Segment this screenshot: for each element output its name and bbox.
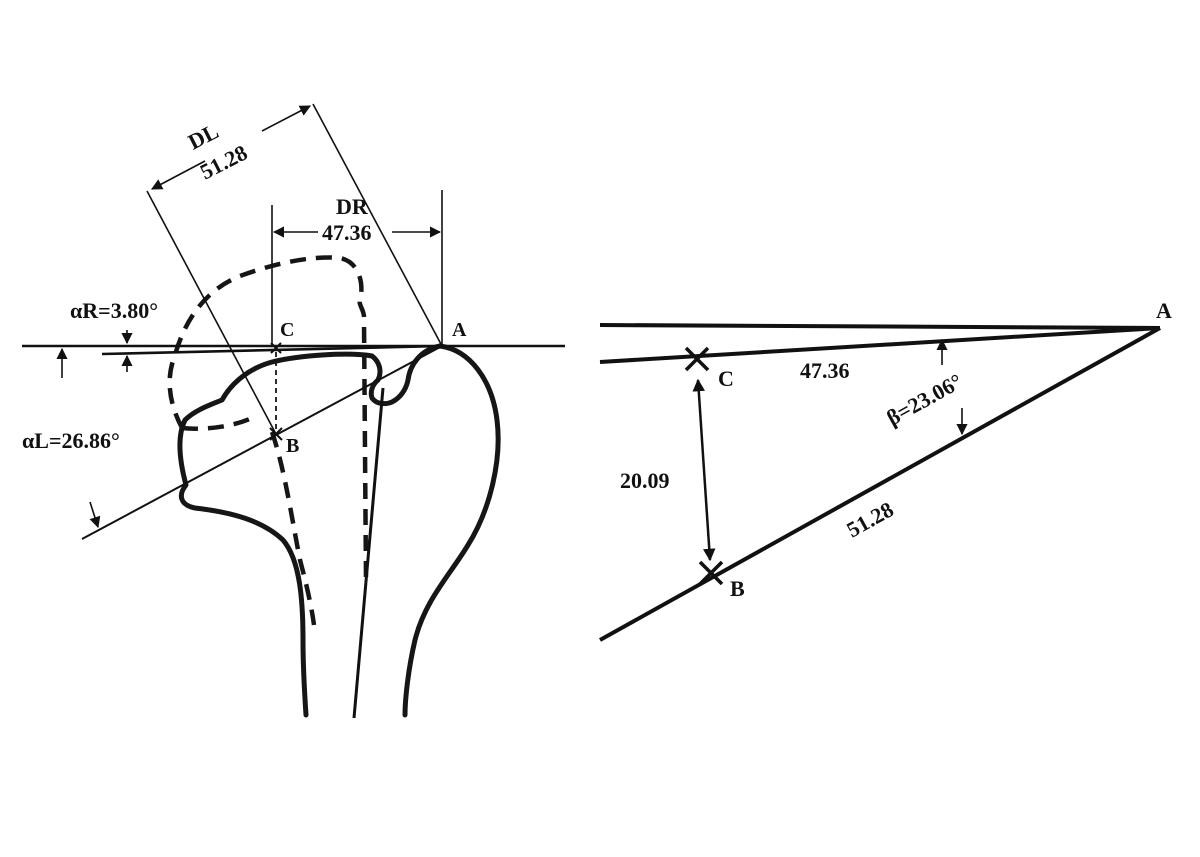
alpha-l-label: αL=26.86° [22,428,120,453]
point-c-marker [270,342,282,354]
humerus-outline [402,343,501,718]
left-point-b-label: B [286,435,299,457]
shaft-axis-line [352,387,385,719]
dashed-contour [167,255,369,581]
dashed-inner-contour [181,415,317,626]
point-b-marker [269,427,283,441]
dl-extension-from-b [146,190,277,435]
humerus-head-left-edge [177,343,443,718]
right-line-a-c [599,326,1161,364]
dl-label: DL [184,118,223,154]
bc-arrow [692,378,716,562]
beta-label: β=23.06° [882,369,966,431]
dr-value: 47.36 [322,220,372,245]
right-line-a-b [599,326,1161,642]
right-point-a-label: A [1156,298,1172,323]
right-point-b-marker [698,560,724,586]
right-point-c-label: C [718,366,734,391]
ac-length-label: 47.36 [800,358,850,383]
right-point-b-label: B [730,576,745,601]
alpha-r-label: αR=3.80° [70,298,158,323]
dl-arrow-right [261,105,311,132]
dl-arrow-left [151,160,206,190]
alpha-l-arrow-down [89,501,101,529]
ab-length-label: 51.28 [842,497,897,543]
left-point-c-label: C [280,319,294,341]
line-a-c [101,344,443,356]
left-point-a-label: A [452,319,467,341]
left-figure: DL 51.28 DR 47.36 αR=3.80° αL=26.86° C A… [22,103,565,719]
right-figure: A C B 47.36 51.28 20.09 β=23.06° [599,298,1172,642]
dr-label: DR [336,194,369,219]
bc-length-label: 20.09 [620,468,670,493]
line-a-b [81,345,443,540]
right-horizontal-line [599,323,1161,330]
dl-extension-from-a [312,103,443,347]
right-point-c-marker [684,346,710,372]
